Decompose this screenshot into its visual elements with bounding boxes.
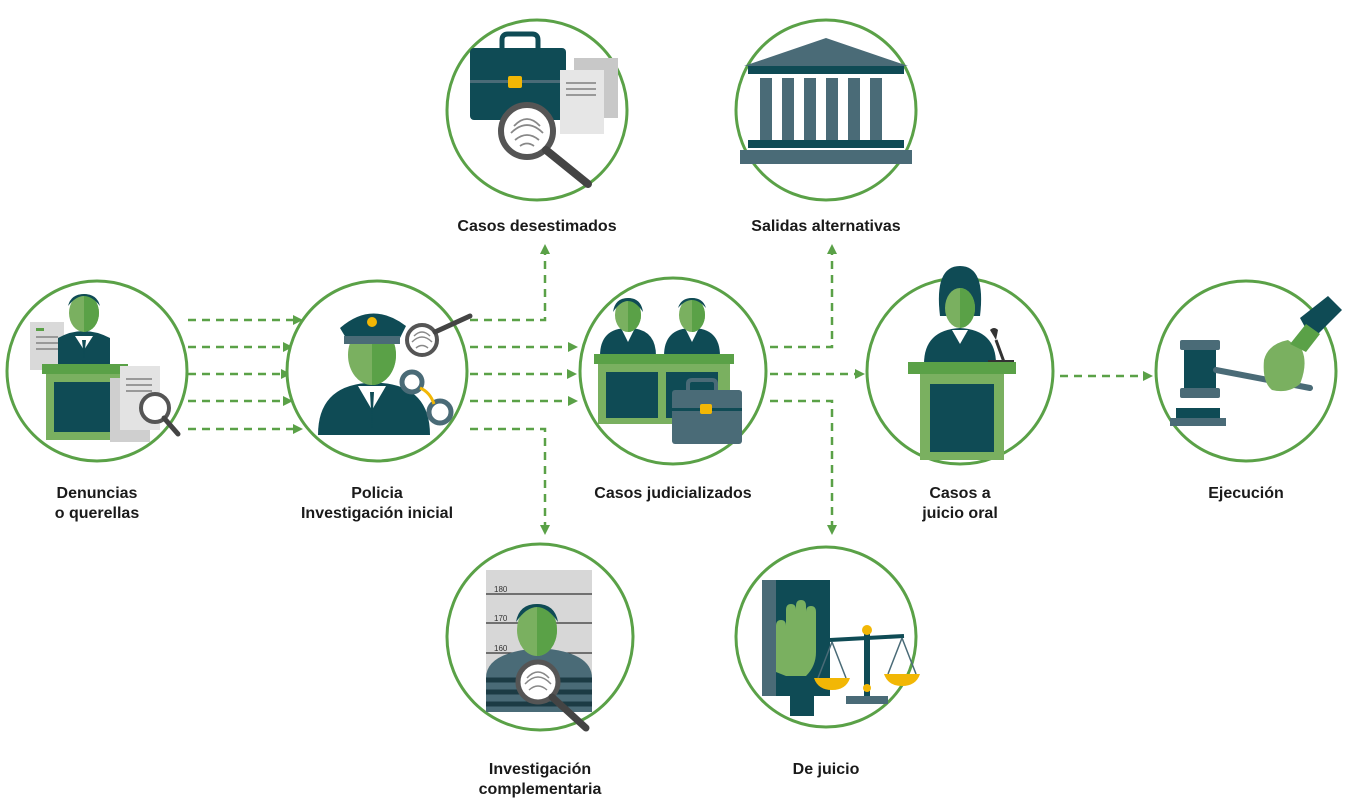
height-mark-180: 180 (494, 585, 508, 594)
label-desestimados: Casos desestimados (437, 217, 637, 237)
label-juicio: De juicio (746, 760, 906, 780)
label-alternativas-line1: Salidas alternativas (751, 218, 901, 235)
complainant-podium-icon (30, 294, 181, 442)
arrow-judicial-juicio (770, 399, 837, 535)
label-policia-line1: Policia (351, 485, 403, 502)
label-denuncias-line2: o querellas (54, 505, 140, 522)
node-policia (285, 279, 473, 463)
label-oral-line1: Casos a (929, 485, 991, 502)
label-ejecucion-line1: Ejecución (1208, 485, 1284, 502)
label-complementaria-line1: Investigación (488, 761, 592, 778)
label-policia-line2: Investigación inicial (300, 505, 454, 522)
connectors (188, 244, 1153, 535)
briefcase-fingerprint-icon (470, 31, 618, 188)
arrow-judicial-alternativas (770, 244, 837, 349)
courthouse-icon (740, 38, 912, 164)
label-ejecucion: Ejecución (1166, 484, 1326, 504)
label-complementaria: Investigación complementaria (450, 760, 630, 800)
label-denuncias-line1: Denuncias (56, 485, 138, 502)
label-oral: Casos a juicio oral (880, 484, 1040, 524)
arrow-policia-desestimados (470, 244, 550, 322)
police-officer-icon (318, 313, 473, 435)
witness-stand-icon (908, 266, 1016, 460)
label-juicio-line1: De juicio (792, 761, 860, 778)
height-mark-160: 160 (494, 644, 508, 653)
node-complementaria: 180 170 160 (445, 542, 635, 732)
node-oral (865, 266, 1055, 466)
label-oral-line2: juicio oral (922, 505, 998, 522)
label-complementaria-line2: complementaria (478, 781, 602, 798)
node-judicializados (578, 276, 768, 466)
node-alternativas (734, 18, 918, 202)
height-mark-170: 170 (494, 614, 508, 623)
node-denuncias (5, 279, 189, 463)
node-juicio (734, 545, 920, 729)
node-ejecucion (1154, 279, 1342, 463)
gavel-icon (1170, 296, 1342, 426)
arrow-policia-complementaria (470, 427, 550, 535)
oath-scales-icon (762, 580, 920, 716)
label-desestimados-line1: Casos desestimados (457, 218, 617, 235)
prosecutors-bench-icon (594, 298, 742, 444)
node-desestimados (445, 18, 629, 202)
label-policia: Policia Investigación inicial (287, 484, 467, 524)
label-denuncias: Denuncias o querellas (17, 484, 177, 524)
label-alternativas: Salidas alternativas (726, 217, 926, 237)
label-judicializados-line1: Casos judicializados (594, 485, 752, 502)
mugshot-icon: 180 170 160 (486, 570, 592, 732)
label-judicializados: Casos judicializados (573, 484, 773, 504)
